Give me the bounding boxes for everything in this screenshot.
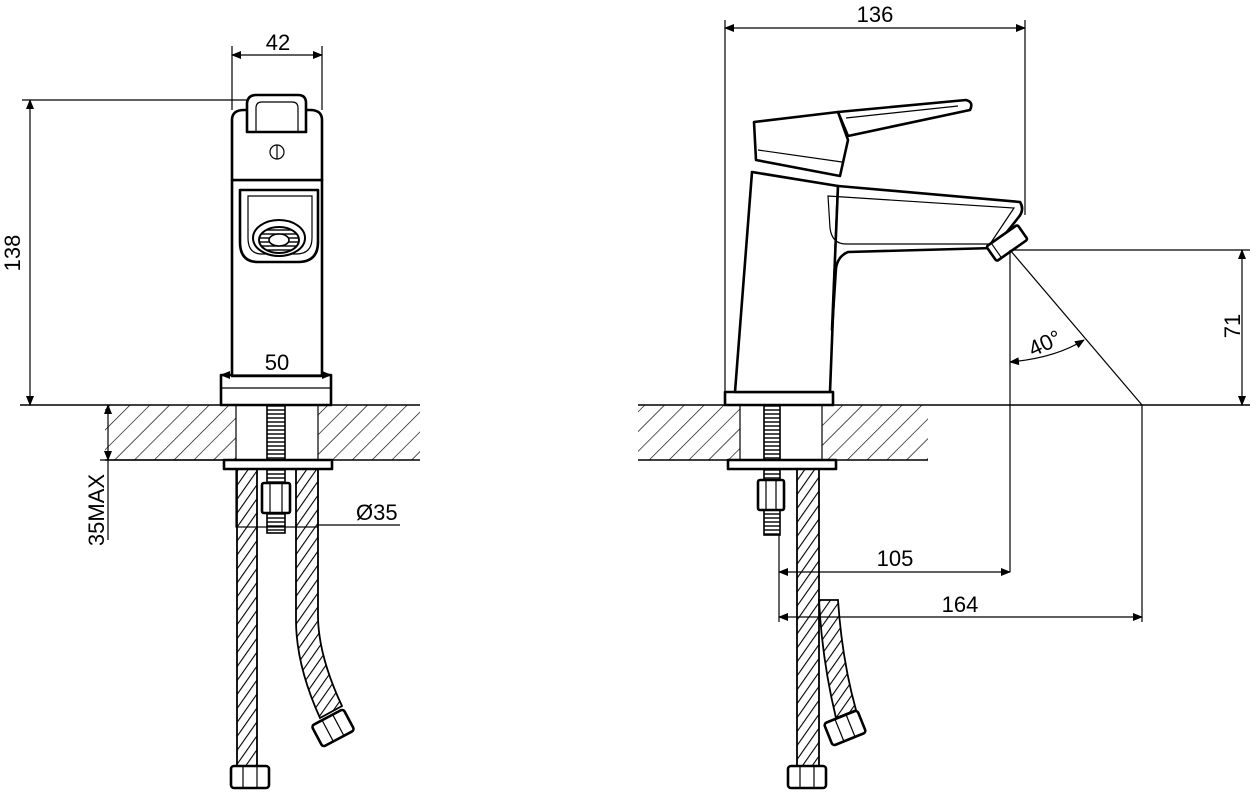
side-view: 136 71 40° 105 164 [638,2,1250,790]
side-dimensions [724,20,1250,622]
side-stud [726,404,838,536]
dim-total-width: 136 [857,2,894,27]
dim-hole-diameter: Ø35 [356,500,398,525]
front-view: 42 50 138 35MAX Ø35 [0,30,420,790]
dim-spray-angle: 40° [1024,325,1065,362]
dim-deck-thickness: 35MAX [84,474,109,546]
front-countertop [20,404,420,461]
side-hoses [786,459,867,790]
front-hoses [229,459,355,790]
dim-height: 138 [0,235,25,272]
side-countertop [638,404,1250,461]
dim-reach-164: 164 [942,592,979,617]
dim-reach-105: 105 [877,546,914,571]
dim-spout-height: 71 [1220,314,1245,338]
front-faucet-body [219,93,333,407]
side-faucet-body [723,98,1029,407]
front-dimensions [22,46,400,540]
dim-base-width: 50 [265,350,289,375]
front-stud [222,404,334,534]
dim-top-width: 42 [266,30,290,55]
side-spray-angle [1009,249,1143,622]
